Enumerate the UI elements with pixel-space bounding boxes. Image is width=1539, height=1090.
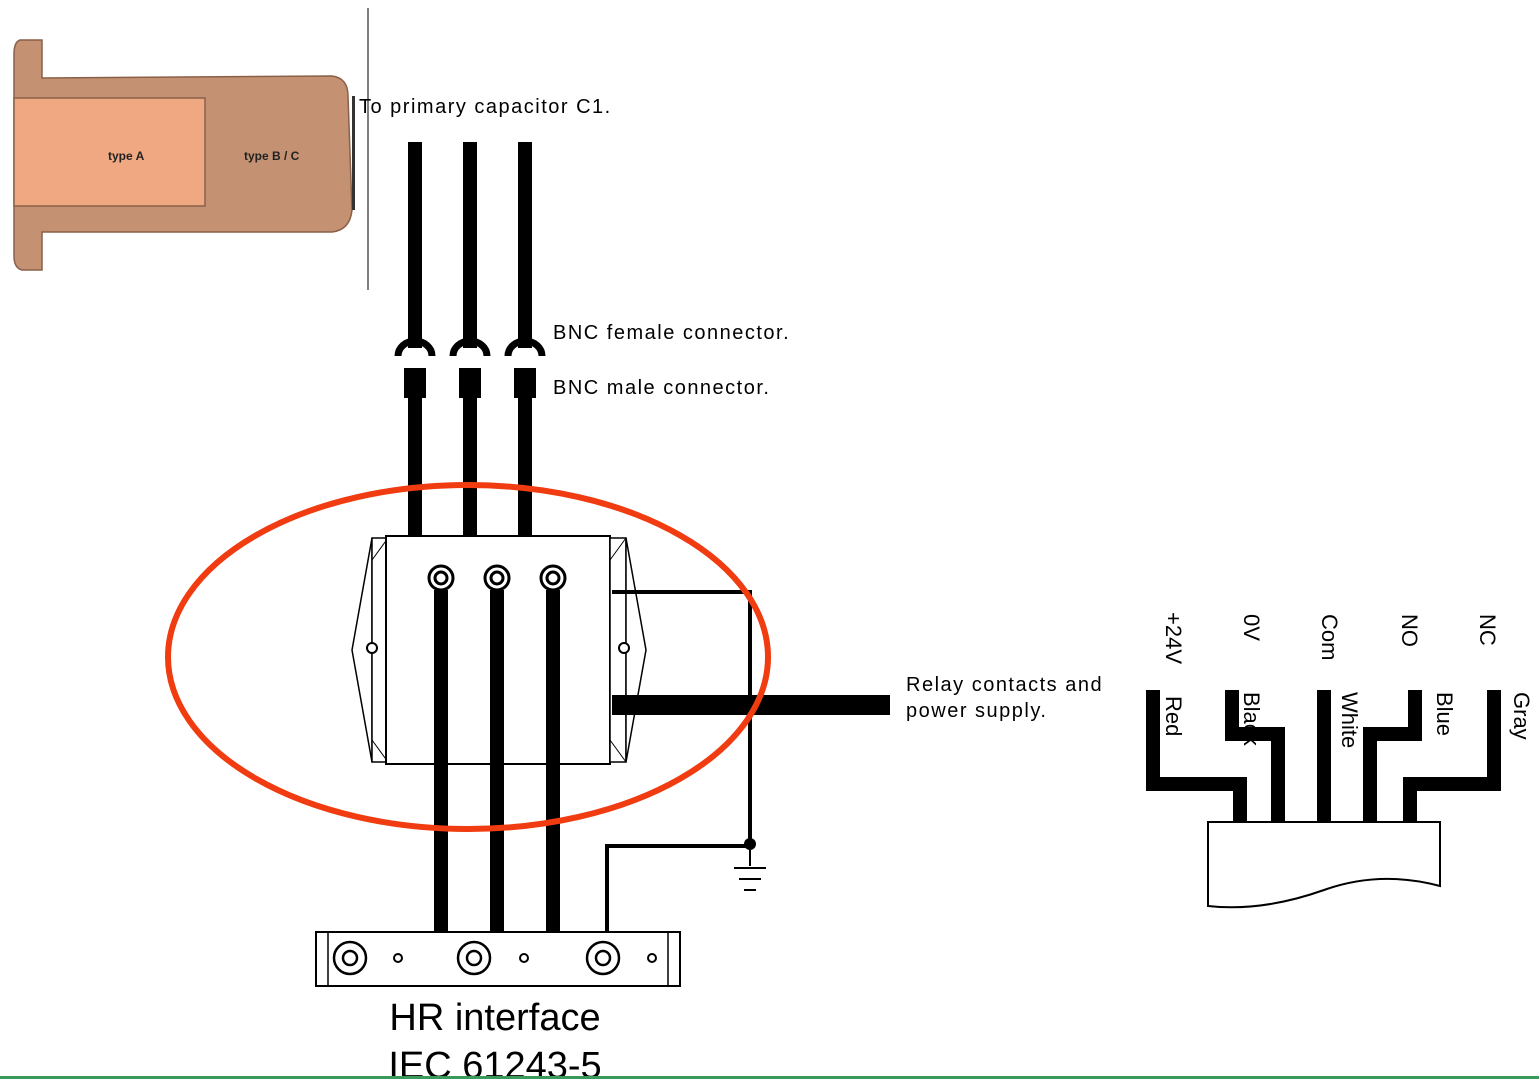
wire-blue xyxy=(1363,690,1422,824)
color-label-gray: Gray xyxy=(1509,692,1534,740)
color-label-blue: Blue xyxy=(1432,692,1457,736)
color-label-red: Red xyxy=(1161,696,1186,736)
bnc-male-label: BNC male connector. xyxy=(553,377,770,399)
pin-label-0v: 0V xyxy=(1239,614,1264,641)
lower-cable-3 xyxy=(546,590,560,934)
cable-lower-segment xyxy=(463,398,477,536)
bnc-male-connector xyxy=(514,368,536,398)
lower-cable-1 xyxy=(434,590,448,934)
wire-red xyxy=(1146,690,1247,824)
hr-interface-label: HR interface xyxy=(389,997,600,1039)
terminal-connector-body xyxy=(1207,821,1441,909)
relay-label-line1: Relay contacts and xyxy=(906,674,1103,696)
color-label-black: Black xyxy=(1239,692,1264,747)
ground-junction xyxy=(744,838,756,850)
ground-wiring xyxy=(605,590,766,934)
module-screw-right xyxy=(618,642,630,654)
bnc-cable-2 xyxy=(449,142,491,536)
type-bc-label: type B / C xyxy=(244,149,300,163)
type-a-label: type A xyxy=(108,149,145,163)
lower-cable-2 xyxy=(490,590,504,934)
iec-label: IEC 61243-5 xyxy=(388,1045,601,1087)
cable-top-segment xyxy=(463,142,477,348)
wire-gray xyxy=(1403,690,1501,824)
bnc-female-connector xyxy=(394,337,436,357)
cable-top-segment xyxy=(518,142,532,348)
hr-block-body xyxy=(315,931,681,987)
ground-wire xyxy=(612,590,752,842)
bnc-male-connector xyxy=(459,368,481,398)
bnc-cable-3 xyxy=(504,142,546,536)
cross-section-inset: type A type B / C xyxy=(13,8,369,290)
cable-top-segment xyxy=(408,142,422,348)
inset-edge-mark xyxy=(352,96,355,210)
highlight-ellipse xyxy=(165,482,771,832)
pin-label-24v: +24V xyxy=(1161,612,1186,664)
wire-black xyxy=(1225,690,1285,824)
pin-label-no: NO xyxy=(1397,614,1422,647)
cable-lower-segment xyxy=(408,398,422,536)
hr-interface-block xyxy=(315,931,681,987)
module-screw-left xyxy=(366,642,378,654)
terminal-connector xyxy=(1146,690,1501,909)
footer-line xyxy=(0,1076,1539,1079)
hr-ground-wire xyxy=(605,844,750,934)
bnc-male-connector xyxy=(404,368,426,398)
color-label-white: White xyxy=(1337,692,1362,748)
relay-power-cable xyxy=(612,695,890,715)
bnc-cable-1 xyxy=(394,142,436,536)
relay-label-line2: power supply. xyxy=(906,700,1047,722)
bnc-female-connector xyxy=(504,337,546,357)
bnc-female-label: BNC female connector. xyxy=(553,322,790,344)
cable-lower-segment xyxy=(518,398,532,536)
cross-section-inner-shape xyxy=(13,97,206,207)
pin-label-com: Com xyxy=(1317,614,1342,660)
terminal-labels: +24V Red 0V Black Com White NO Blue NC G… xyxy=(1161,612,1534,748)
to-primary-label: To primary capacitor C1. xyxy=(359,96,612,118)
pin-label-nc: NC xyxy=(1475,614,1500,646)
bnc-female-connector xyxy=(449,337,491,357)
